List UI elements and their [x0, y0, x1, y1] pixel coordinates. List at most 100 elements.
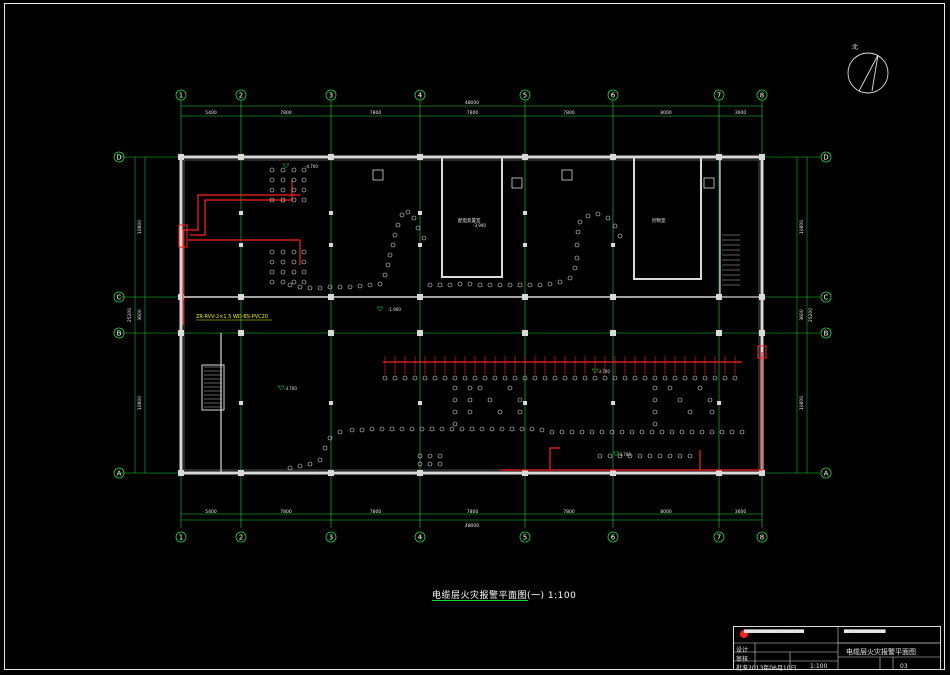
smoke-detector-icon [652, 421, 658, 427]
smoke-detector-icon [732, 375, 738, 381]
smoke-detector-icon [399, 426, 405, 432]
structural-column [610, 154, 616, 160]
vent-box [372, 169, 384, 181]
dim-top: 7800 [280, 110, 292, 116]
smoke-detector-icon [395, 222, 401, 228]
structural-column [716, 154, 722, 160]
smoke-detector-icon [280, 269, 286, 275]
smoke-detector-icon [707, 397, 713, 403]
axis-col-top-label-bubble [325, 89, 337, 101]
structural-column [178, 154, 184, 160]
smoke-detector-icon [359, 427, 365, 433]
structural-column [610, 294, 616, 300]
smoke-detector-icon [377, 281, 383, 287]
smoke-detector-icon [585, 213, 591, 219]
smoke-detector-icon [291, 197, 297, 203]
junction-box [178, 224, 188, 248]
level-marker-icon [612, 451, 620, 457]
cable-branch [549, 447, 560, 470]
smoke-detector-icon [389, 426, 395, 432]
smoke-detector-icon [509, 426, 515, 432]
axis-col-bottom-label: 8 [760, 534, 764, 542]
smoke-detector-icon [467, 385, 473, 391]
smoke-detector-icon [682, 375, 688, 381]
smoke-detector-icon [689, 429, 695, 435]
dim-top: 3600 [735, 110, 747, 116]
structural-column [328, 154, 334, 160]
smoke-detector-icon [280, 249, 286, 255]
smoke-detector-icon [482, 375, 488, 381]
structural-column [329, 243, 333, 247]
structural-column [716, 294, 722, 300]
dim-left: 10800 [137, 396, 143, 410]
axis-col-bottom-label-bubble [175, 531, 187, 543]
smoke-detector-icon [557, 279, 563, 285]
smoke-detector-icon [452, 397, 458, 403]
axis-col-bottom-label-bubble [414, 531, 426, 543]
smoke-detector-icon [367, 282, 373, 288]
axis-col-bottom-label-bubble [713, 531, 725, 543]
smoke-detector-icon [449, 426, 455, 432]
smoke-detector-icon [637, 453, 643, 459]
detector-devices [269, 167, 745, 471]
smoke-detector-icon [667, 385, 673, 391]
smoke-detector-icon [479, 426, 485, 432]
dim-top: 7800 [563, 110, 575, 116]
smoke-detector-icon [301, 187, 307, 193]
smoke-detector-icon [595, 211, 601, 217]
structural-column [759, 470, 765, 476]
row-review: 审核 [736, 656, 749, 663]
smoke-detector-icon [287, 282, 293, 288]
axis-row-left-label: B [117, 330, 122, 338]
smoke-detector-icon [679, 429, 685, 435]
structural-column [522, 330, 528, 336]
smoke-detector-icon [547, 281, 553, 287]
smoke-detector-icon [447, 282, 453, 288]
smoke-detector-icon [519, 426, 525, 432]
smoke-detector-icon [599, 429, 605, 435]
smoke-detector-icon [507, 282, 513, 288]
structural-column [610, 470, 616, 476]
smoke-detector-icon [291, 259, 297, 265]
structural-column [239, 243, 243, 247]
smoke-detector-icon [487, 397, 493, 403]
smoke-detector-icon [439, 426, 445, 432]
smoke-detector-icon [429, 426, 435, 432]
structural-column [328, 330, 334, 336]
smoke-detector-icon [269, 197, 275, 203]
smoke-detector-icon [677, 397, 683, 403]
smoke-detector-icon [297, 284, 303, 290]
smoke-detector-icon [417, 461, 423, 467]
smoke-detector-icon [712, 375, 718, 381]
drawing-title: 电缆层火灾报警平面图(一) 1:100 [432, 591, 577, 601]
smoke-detector-icon [287, 465, 293, 471]
level-marker-icon [282, 163, 290, 169]
smoke-detector-icon [729, 429, 735, 435]
axis-col-top-label-bubble [175, 89, 187, 101]
smoke-detector-icon [417, 453, 423, 459]
structural-column [759, 330, 765, 336]
dim-left: 3600 [137, 309, 143, 321]
drawing-date: 2013年06月10日 [748, 665, 797, 672]
smoke-detector-icon [612, 375, 618, 381]
smoke-detector-icon [542, 375, 548, 381]
room-wall [633, 156, 702, 280]
structural-column [716, 470, 722, 476]
smoke-detector-icon [659, 429, 665, 435]
smoke-detector-icon [337, 429, 343, 435]
structural-column [238, 294, 244, 300]
smoke-detector-icon [382, 375, 388, 381]
smoke-detector-icon [709, 429, 715, 435]
smoke-detector-icon [291, 269, 297, 275]
smoke-detector-icon [512, 375, 518, 381]
smoke-detector-icon [582, 375, 588, 381]
smoke-detector-icon [517, 409, 523, 415]
dim-top: 5400 [205, 110, 217, 116]
smoke-detector-icon [652, 375, 658, 381]
structural-column [238, 470, 244, 476]
vent-box [511, 177, 523, 189]
axis-col-bottom-label-bubble [325, 531, 337, 543]
smoke-detector-icon [522, 375, 528, 381]
smoke-detector-icon [605, 215, 611, 221]
